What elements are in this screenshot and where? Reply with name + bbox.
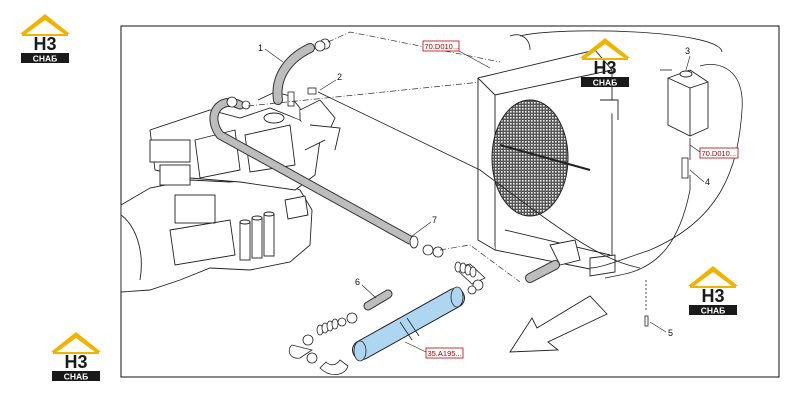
svg-text:H3: H3 [593,58,616,78]
house-logo-icon: H3 СНАБ [580,38,630,88]
callout-6[interactable]: 6 [355,277,377,299]
callout-2[interactable]: 2 [319,72,342,91]
svg-text:1: 1 [258,43,263,53]
callout-7[interactable]: 7 [411,215,437,237]
h3-snab-logo: H3 СНАБ [49,330,103,382]
svg-text:H3: H3 [64,352,87,372]
svg-text:СНАБ: СНАБ [64,372,89,382]
callout-4[interactable]: 4 [689,169,710,187]
part-6-tube [363,289,393,311]
h3-snab-logo: H3 СНАБ [578,36,632,88]
svg-text:4: 4 [705,177,710,187]
svg-text:СНАБ: СНАБ [701,306,726,316]
svg-text:H3: H3 [701,286,724,306]
reference-box-bottom[interactable]: 35.A195... [404,341,464,359]
callout-1[interactable]: 1 [258,43,284,63]
diagram-frame [120,25,780,378]
reference-box-top[interactable]: 70.D010... [422,40,491,69]
charge-air-pipe [352,286,465,362]
part-5-drain [644,280,649,327]
svg-text:СНАБ: СНАБ [593,78,618,88]
lower-radiator-hose [525,260,560,283]
reference-box-right[interactable]: 70.D010... [689,144,739,159]
engine-block [120,91,341,293]
direction-arrow [509,295,608,353]
corrugated-hoses [288,261,486,375]
svg-text:СНАБ: СНАБ [33,54,58,64]
radiator-crossbar [499,144,591,171]
svg-text:5: 5 [668,328,673,338]
svg-text:35.A195...: 35.A195... [428,349,462,358]
svg-text:6: 6 [355,277,360,287]
svg-text:70.D010...: 70.D010... [702,149,737,158]
svg-text:3: 3 [685,46,690,56]
svg-text:70.D010...: 70.D010... [425,42,460,51]
hose-1 [272,43,315,105]
part-4-fitting [681,157,689,179]
radiator-fan-grille [491,99,569,217]
fitting-2 [287,87,317,107]
house-logo-icon: H3 СНАБ [20,14,70,64]
house-logo-icon: H3 СНАБ [51,332,101,382]
svg-text:2: 2 [337,72,342,82]
overflow-lines [317,30,743,279]
callout-3[interactable]: 3 [685,46,691,71]
h3-snab-logo: H3 СНАБ [686,264,740,316]
svg-text:H3: H3 [33,34,56,54]
house-logo-icon: H3 СНАБ [688,266,738,316]
callout-5[interactable]: 5 [649,321,673,338]
leader-lines [247,31,521,283]
h3-snab-logo: H3 СНАБ [18,12,72,64]
svg-text:7: 7 [432,215,437,225]
expansion-tank [667,69,709,137]
